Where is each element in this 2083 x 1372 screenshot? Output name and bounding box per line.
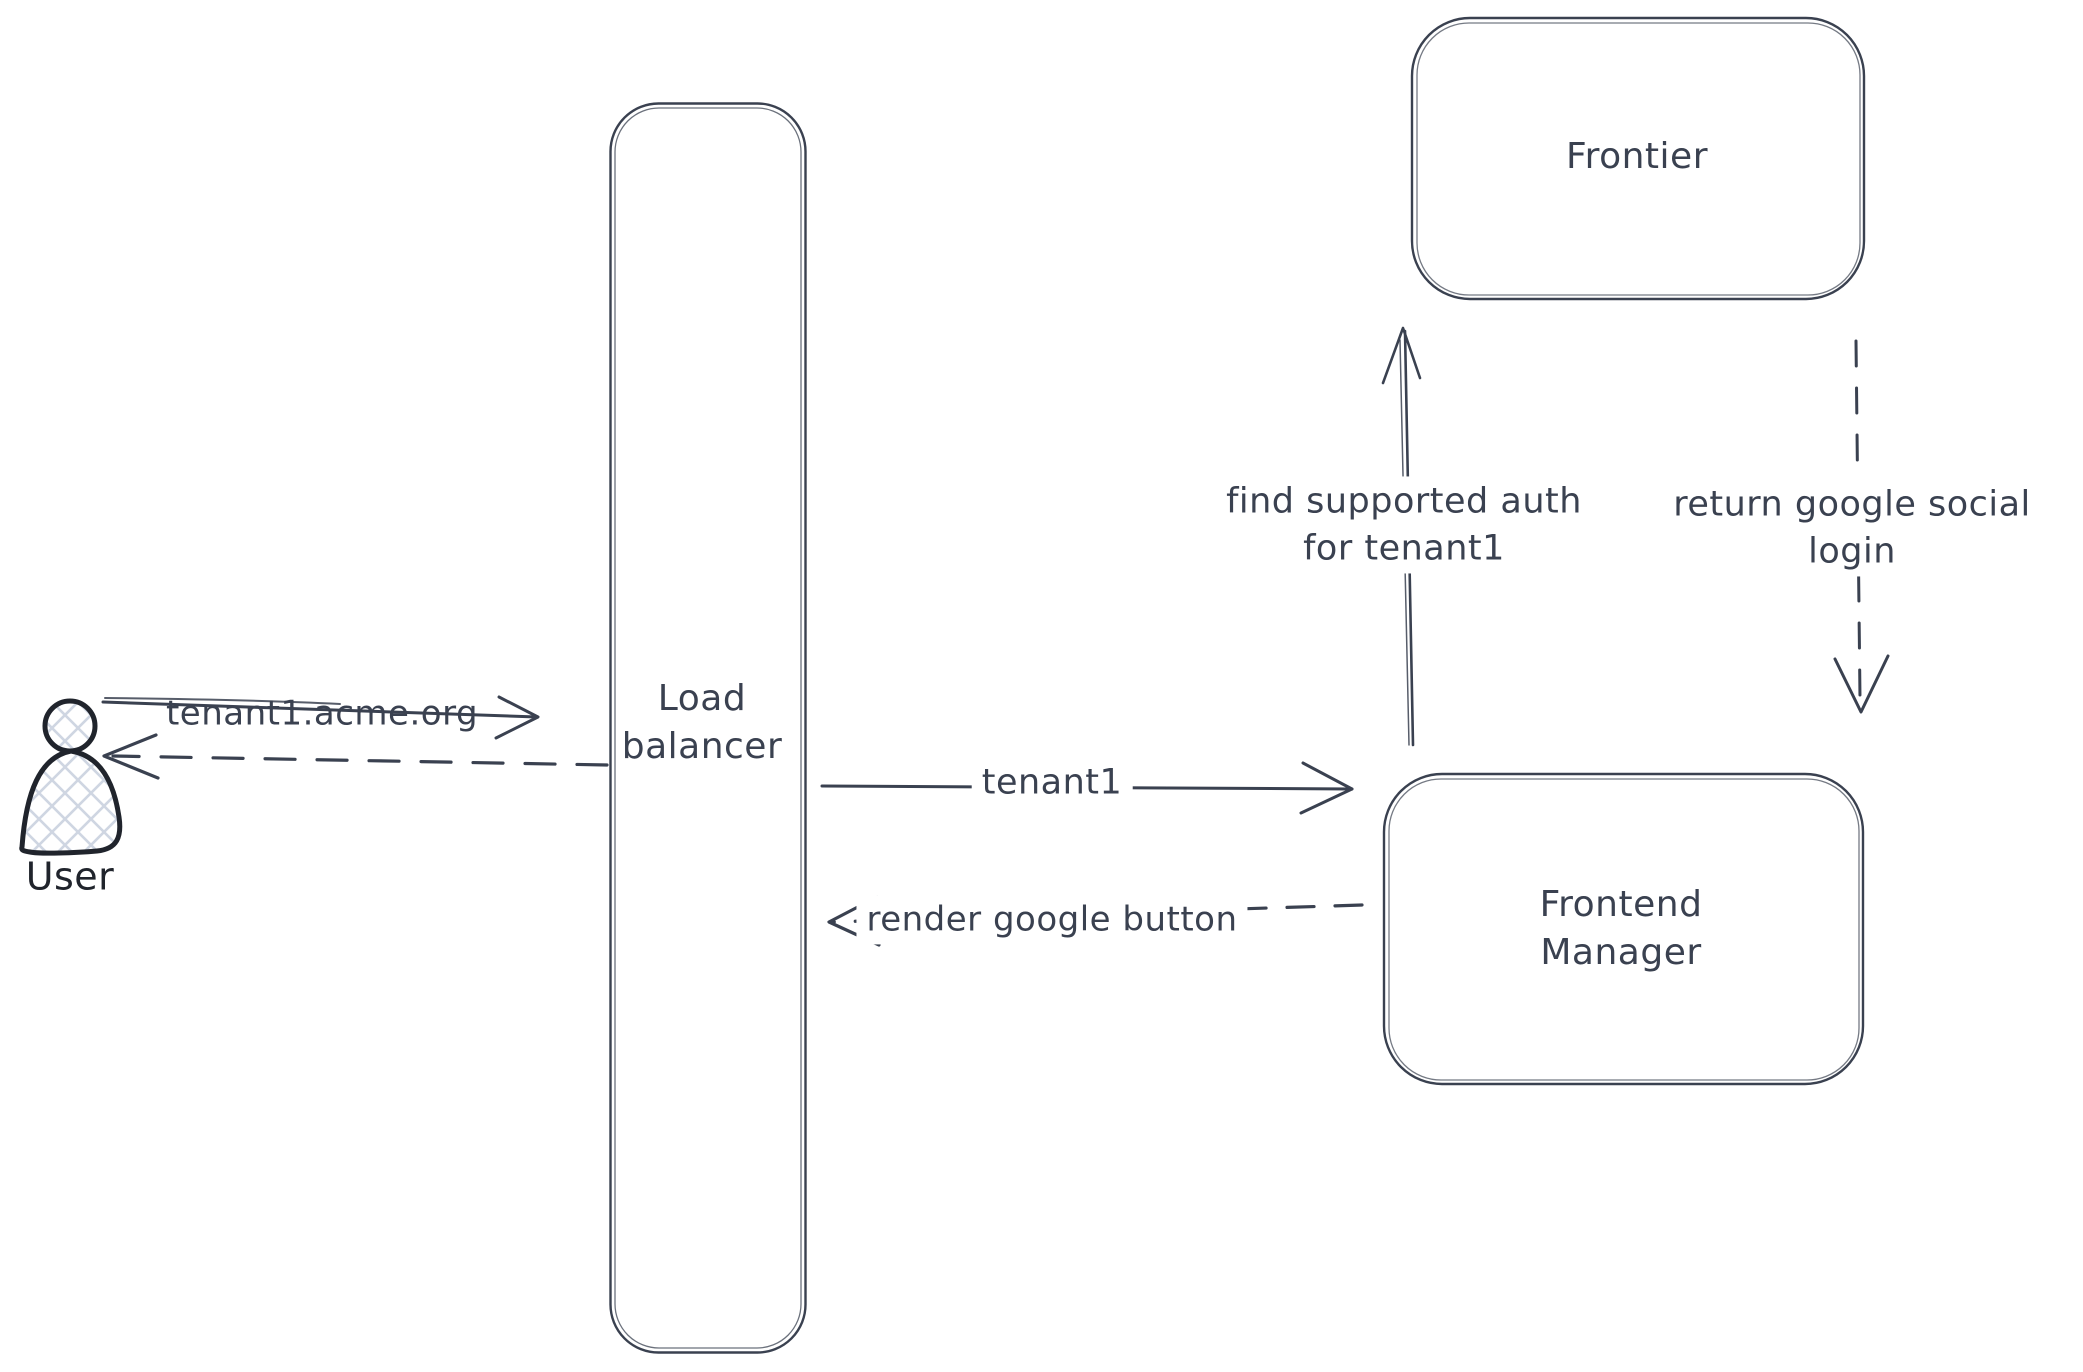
- load-balancer-box[interactable]: [609, 102, 807, 1354]
- arrowhead-up-icon: [1381, 326, 1422, 385]
- edge-label-find-supported-auth-line1: find supported auth: [1226, 481, 1582, 522]
- arrow-lb-to-user[interactable]: [102, 733, 609, 780]
- frontend-manager-box[interactable]: [1382, 772, 1865, 1086]
- edge-label-render-google-button: render google button: [856, 895, 1248, 945]
- load-balancer-label-line2: balancer: [621, 726, 783, 767]
- frontend-manager-label: Frontend Manager: [1540, 881, 1703, 977]
- frontend-manager-label-line2: Manager: [1540, 932, 1702, 973]
- arrowhead-right-icon: [1299, 761, 1354, 815]
- edge-label-return-google-social-login-line1: return google social: [1673, 484, 2031, 525]
- load-balancer-label-line1: Load: [657, 678, 747, 720]
- user-label: User: [25, 854, 115, 899]
- user-icon[interactable]: [19, 698, 123, 856]
- arrowhead-right-icon: [494, 695, 540, 740]
- frontier-box[interactable]: [1410, 16, 1866, 301]
- load-balancer-label: Load balancer: [622, 675, 783, 771]
- arrowhead-down-icon: [1833, 654, 1890, 714]
- edge-label-return-google-social-login: return google social login: [1663, 479, 2041, 577]
- arrow-user-to-lb[interactable]: [101, 695, 540, 740]
- arrowhead-left-icon: [102, 733, 160, 780]
- frontier-label: Frontier: [1565, 136, 1709, 178]
- edge-label-find-supported-auth-line2: for tenant1: [1303, 528, 1505, 568]
- frontend-manager-label-line1: Frontend: [1539, 884, 1703, 926]
- edge-label-tenant1: tenant1: [971, 757, 1133, 809]
- edge-label-tenant1-acme-org: tenant1.acme.org: [165, 693, 479, 734]
- edge-label-return-google-social-login-line2: login: [1808, 531, 1896, 571]
- arrow-frontier-to-fm[interactable]: [1833, 339, 1890, 714]
- edge-label-find-supported-auth: find supported auth for tenant1: [1216, 476, 1592, 574]
